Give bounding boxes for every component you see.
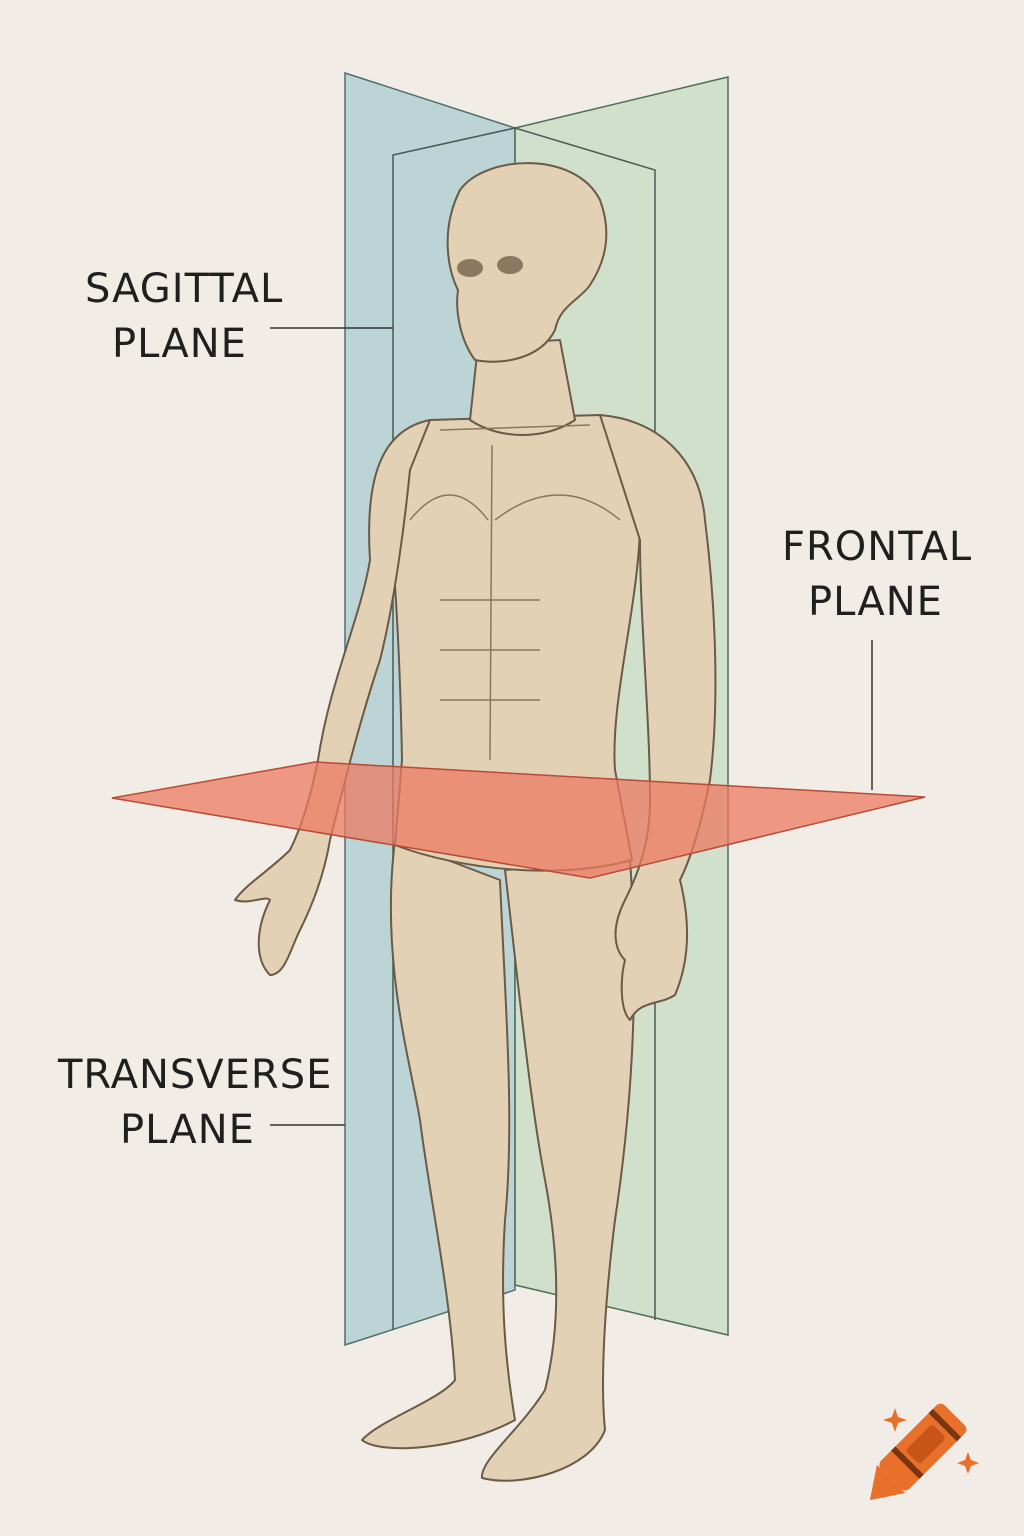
sparkle-icon [957,1452,979,1474]
label-line: TRANSVERSE [58,1052,333,1098]
label-line: FRONTAL [782,524,973,570]
transverse-plane-label: TRANSVERSE PLANE [58,1048,332,1158]
frontal-plane-label: FRONTAL PLANE [782,520,972,630]
label-line: PLANE [112,321,247,367]
transverse-plane [111,761,926,879]
sagittal-plane-label: SAGITTAL PLANE [85,262,283,372]
label-line: PLANE [808,579,943,625]
human-figure [234,162,717,1482]
crayon-logo-icon [869,1403,967,1501]
label-line: SAGITTAL [85,266,284,312]
label-line: PLANE [120,1107,255,1153]
sparkle-icon [883,1408,907,1432]
